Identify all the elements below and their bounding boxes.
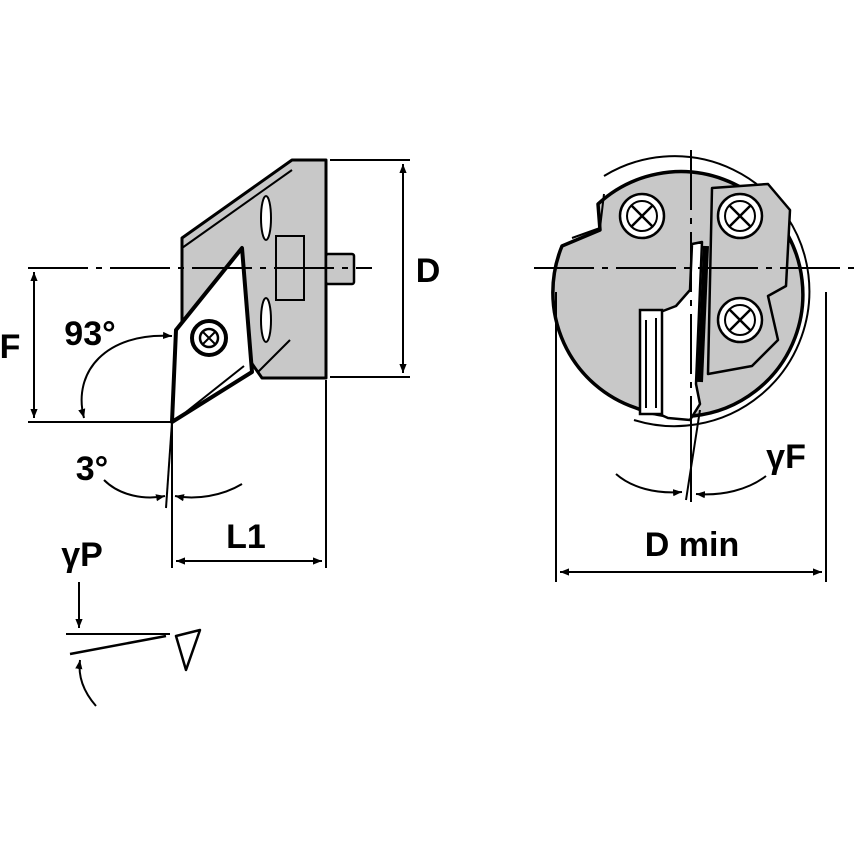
angle-3: 3°: [76, 421, 243, 509]
label-93-degrees: 93°: [64, 315, 115, 353]
label-l1: L1: [226, 518, 266, 556]
front-insert: [638, 308, 664, 416]
label-3-degrees: 3°: [76, 450, 109, 488]
front-view: [551, 155, 811, 428]
dimension-d-min: D min: [555, 292, 827, 582]
label-d-min: D min: [645, 526, 739, 564]
screw-1: [618, 192, 666, 240]
slot-lower: [260, 297, 272, 343]
screw-2: [716, 192, 764, 240]
angle-93: 93°: [64, 315, 173, 419]
angle-gamma-f: γF: [615, 409, 806, 502]
slot-upper: [260, 195, 272, 241]
dimension-l1: L1: [171, 380, 327, 568]
label-gamma-f: γF: [766, 438, 806, 476]
dimension-d: D: [330, 159, 441, 378]
angle-gamma-p: γP: [61, 536, 202, 707]
screw-3: [716, 296, 764, 344]
rake-profile-icon: [174, 628, 202, 672]
dimension-f: F: [0, 272, 172, 423]
label-f: F: [0, 328, 20, 366]
label-gamma-p: γP: [61, 536, 103, 574]
label-d: D: [416, 252, 441, 290]
